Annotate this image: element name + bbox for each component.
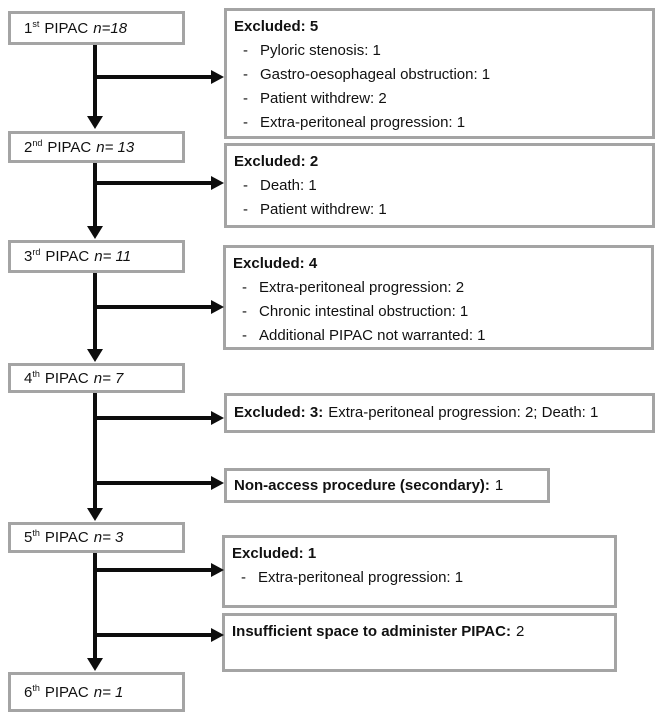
arrow-down-to-4th-icon (87, 349, 103, 362)
exclusion-item: -Extra-peritoneal progression: 1 (234, 111, 646, 135)
bullet-dash: - (243, 177, 248, 194)
bullet-dash: - (243, 42, 248, 59)
flow-line-1-2 (93, 45, 97, 117)
arrow-right-non-access-icon (211, 476, 224, 490)
exclusion-item: -Death: 1 (234, 174, 646, 198)
arrow-right-insufficient-space-icon (211, 628, 224, 642)
exclusion-item-text: Patient withdrew: 2 (260, 90, 387, 107)
exclusion-item-text: Patient withdrew: 1 (260, 201, 387, 218)
exclusion-item-text: Extra-peritoneal progression: 1 (260, 114, 466, 131)
branch-line-excluded-1 (95, 568, 211, 572)
exclusion-item: -Gastro-oesophageal obstruction: 1 (234, 63, 646, 87)
exclusion-item-text: Extra-peritoneal progression: 2 (259, 279, 465, 296)
bullet-dash: - (242, 303, 247, 320)
branch-line-excluded-2 (95, 181, 211, 185)
bullet-dash: - (243, 66, 248, 83)
arrow-down-to-5th-icon (87, 508, 103, 521)
exclusion-box-after-3rd: Excluded: 4 -Extra-peritoneal progressio… (223, 245, 654, 350)
exclusion-item: -Patient withdrew: 2 (234, 87, 646, 111)
branch-line-insufficient-space (95, 633, 211, 637)
flow-line-2-3 (93, 163, 97, 227)
non-access-inline-text: Non-access procedure (secondary):1 (234, 476, 504, 494)
arrow-right-excluded-5-icon (211, 70, 224, 84)
flow-line-3-4 (93, 273, 97, 350)
arrow-down-to-2nd-icon (87, 116, 103, 129)
bullet-dash: - (243, 114, 248, 131)
exclusion-item-text: Gastro-oesophageal obstruction: 1 (260, 66, 491, 83)
branch-line-excluded-5 (95, 75, 211, 79)
exclusion-title: Excluded: 1 (232, 545, 317, 562)
exclusion-inline-text: Excluded: 3:Extra-peritoneal progression… (234, 404, 599, 421)
exclusion-item: -Chronic intestinal obstruction: 1 (233, 300, 645, 324)
bullet-dash: - (243, 90, 248, 107)
arrow-right-excluded-4-icon (211, 300, 224, 314)
flow-line-5-6 (93, 553, 97, 659)
bullet-dash: - (242, 327, 247, 344)
exclusion-box-after-5th: Excluded: 1 -Extra-peritoneal progressio… (222, 535, 617, 608)
arrow-down-to-3rd-icon (87, 226, 103, 239)
exclusion-item: -Extra-peritoneal progression: 2 (233, 276, 645, 300)
exclusion-title: Excluded: 5 (234, 18, 319, 35)
exclusion-item-text: Death: 1 (260, 177, 317, 194)
arrow-down-to-6th-icon (87, 658, 103, 671)
exclusion-box-after-4th: Excluded: 3:Extra-peritoneal progression… (224, 393, 655, 433)
exclusion-title: Excluded: 4 (233, 255, 318, 272)
arrow-right-excluded-1-icon (211, 563, 224, 577)
exclusion-item-text: Additional PIPAC not warranted: 1 (259, 327, 486, 344)
arrow-right-excluded-3-icon (211, 411, 224, 425)
exclusion-item: -Pyloric stenosis: 1 (234, 39, 646, 63)
exclusion-title: Excluded: 2 (234, 153, 319, 170)
branch-line-excluded-4 (95, 305, 211, 309)
exclusion-box-after-1st: Excluded: 5 -Pyloric stenosis: 1 -Gastro… (224, 8, 655, 139)
exclusion-item: -Patient withdrew: 1 (234, 198, 646, 222)
exclusion-box-after-2nd: Excluded: 2 -Death: 1 -Patient withdrew:… (224, 143, 655, 228)
insufficient-space-inline-text: Insufficient space to administer PIPAC:2 (232, 623, 525, 640)
exclusion-item-text: Extra-peritoneal progression: 1 (258, 569, 464, 586)
branch-line-excluded-3 (95, 416, 211, 420)
exclusion-item-text: Pyloric stenosis: 1 (260, 42, 381, 59)
branch-line-non-access (95, 481, 211, 485)
bullet-dash: - (242, 279, 247, 296)
bullet-dash: - (243, 201, 248, 218)
bullet-dash: - (241, 569, 246, 586)
exclusion-item: -Additional PIPAC not warranted: 1 (233, 324, 645, 348)
arrow-right-excluded-2-icon (211, 176, 224, 190)
exclusion-item-text: Chronic intestinal obstruction: 1 (259, 303, 469, 320)
exclusion-item: -Extra-peritoneal progression: 1 (232, 566, 608, 590)
flow-line-4-5 (93, 393, 97, 509)
insufficient-space-box: Insufficient space to administer PIPAC:2 (222, 613, 617, 672)
non-access-procedure-box: Non-access procedure (secondary):1 (224, 468, 550, 503)
